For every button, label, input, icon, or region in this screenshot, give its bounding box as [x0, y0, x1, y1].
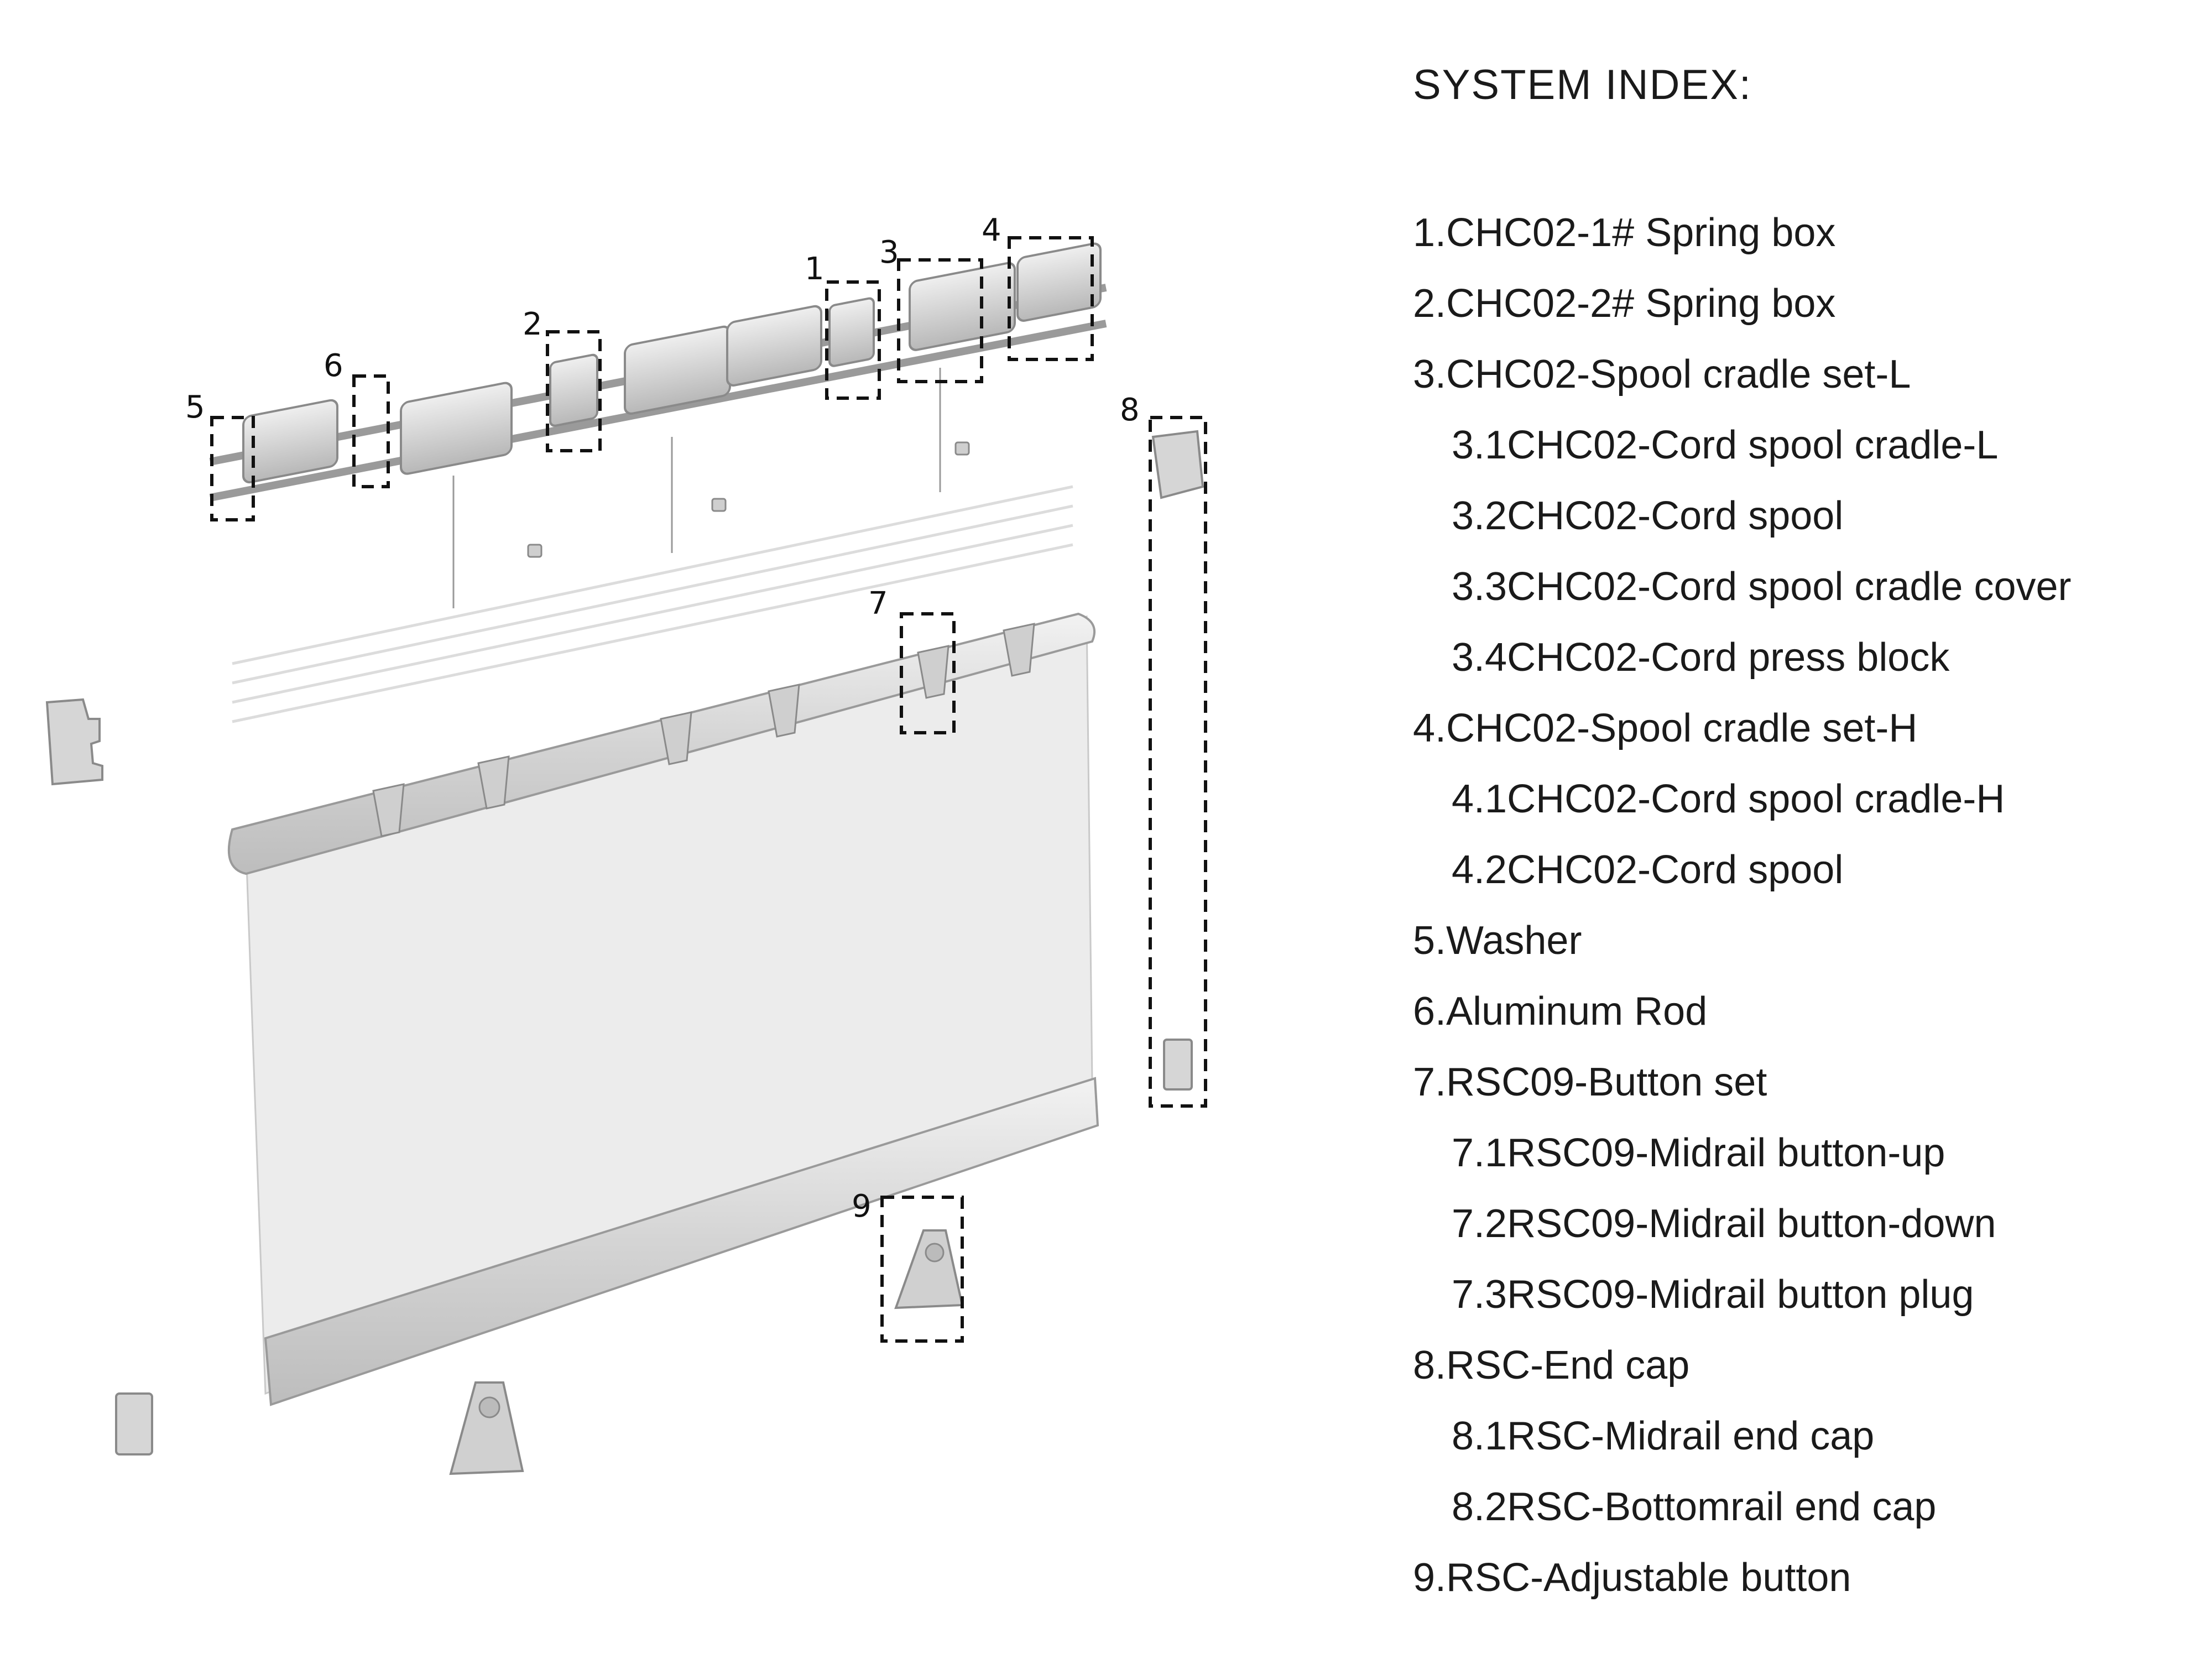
callout-number: 3 [879, 234, 899, 270]
shade-panel [227, 612, 1099, 1406]
callout-number: 1 [805, 251, 825, 287]
system-index-item: 6.Aluminum Rod [1413, 989, 1708, 1034]
system-index-item: 8.1RSC-Midrail end cap [1452, 1414, 1875, 1458]
system-index-item: 3.2CHC02-Cord spool [1452, 494, 1844, 538]
spool-cradle-set [242, 242, 1102, 484]
system-index-item: 8.RSC-End cap [1413, 1343, 1690, 1387]
upper-fabric-layer [232, 485, 1073, 723]
system-index-item: 7.3RSC09-Midrail button plug [1452, 1272, 1974, 1317]
bottomrail-end-cap [115, 1392, 153, 1455]
callout-box-2 [546, 330, 602, 452]
callout-box-5 [210, 416, 255, 521]
system-index-item: 2.CHC02-2# Spring box [1413, 281, 1836, 326]
spring-box [549, 297, 875, 427]
callout-number: 6 [324, 348, 343, 384]
system-index-item: 8.2RSC-Bottomrail end cap [1452, 1485, 1937, 1529]
cord-stop [527, 441, 970, 558]
system-index-item: 7.1RSC09-Midrail button-up [1452, 1131, 1945, 1175]
callout-box-3 [897, 258, 983, 383]
callout-box-7 [900, 612, 956, 734]
callout-number: 2 [523, 306, 542, 342]
system-index-item: 3.CHC02-Spool cradle set-L [1413, 352, 1911, 397]
system-index-item: 3.1CHC02-Cord spool cradle-L [1452, 423, 1999, 467]
left-end-cap [45, 698, 103, 786]
system-index-item: 7.RSC09-Button set [1413, 1060, 1767, 1104]
system-index-item: 4.1CHC02-Cord spool cradle-H [1452, 777, 2005, 821]
callout-box-1 [825, 280, 881, 400]
system-index-item: 9.RSC-Adjustable button [1413, 1556, 1851, 1600]
system-index-item: 4.2CHC02-Cord spool [1452, 848, 1844, 892]
adjustable-button [449, 1381, 524, 1475]
system-index-list: 1.CHC02-1# Spring box 2.CHC02-2# Spring b… [1413, 197, 2198, 1613]
callout-box-8 [1149, 416, 1207, 1108]
callout-number: 4 [982, 212, 1001, 248]
callout-number: 9 [852, 1188, 872, 1224]
callout-box-9 [880, 1196, 964, 1343]
system-index-item: 3.3CHC02-Cord spool cradle cover [1452, 565, 2072, 609]
system-index-item: 5.Washer [1413, 919, 1582, 963]
system-index-item: 3.4CHC02-Cord press block [1452, 635, 1950, 680]
system-index-title: SYSTEM INDEX: [1413, 61, 1752, 108]
system-index-item: 1.CHC02-1# Spring box [1413, 211, 1836, 255]
callout-number: 7 [868, 586, 888, 622]
system-index-item: 7.2RSC09-Midrail button-down [1452, 1202, 1996, 1246]
callout-boxes [210, 236, 1207, 1343]
lift-cord [452, 368, 941, 608]
midrail-button [372, 623, 1035, 837]
system-index-item: 4.CHC02-Spool cradle set-H [1413, 706, 1918, 750]
adjustable-button-detail [894, 1229, 964, 1310]
callout-number: 5 [185, 389, 205, 425]
midrail-end-cap [1151, 430, 1204, 1091]
system-index: SYSTEM INDEX: 1.CHC02-1# Spring box 2.CHC… [1413, 61, 2198, 1613]
exploded-assembly-diagram: 1 2 3 4 5 6 7 8 9 [45, 212, 1207, 1475]
callout-labels: 1 2 3 4 5 6 7 8 9 [185, 212, 1140, 1224]
callout-number: 8 [1120, 392, 1140, 428]
callout-box-6 [352, 374, 390, 488]
callout-box-4 [1008, 236, 1094, 361]
